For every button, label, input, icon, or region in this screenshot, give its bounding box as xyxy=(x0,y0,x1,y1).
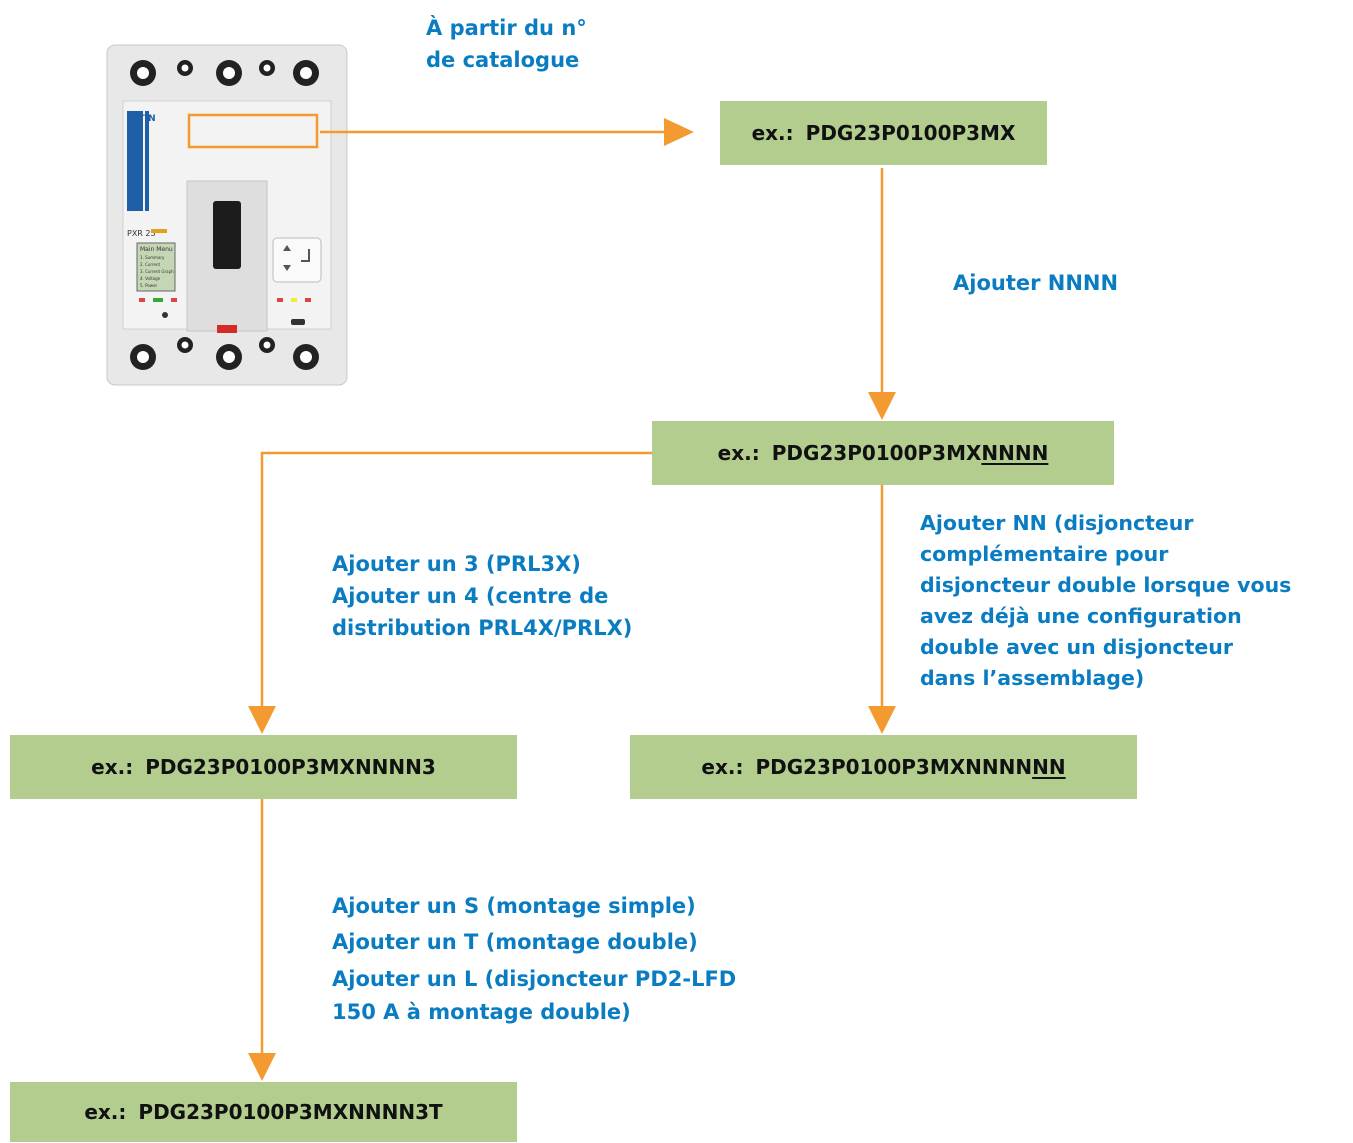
catalogue-code: PDG23P0100P3MX xyxy=(805,121,1016,145)
code-box-1: ex.: PDG23P0100P3MX xyxy=(720,101,1047,165)
arrowhead xyxy=(248,706,276,734)
code-box-3: ex.: PDG23P0100P3MXNNNN3 xyxy=(10,735,517,799)
menu-item: 3. Current Graph xyxy=(140,269,174,274)
example-prefix: ex.: xyxy=(84,1100,127,1124)
menu-item: 5. Power xyxy=(140,283,158,288)
add-s-t-l-label: Ajouter un S (montage simple) Ajouter un… xyxy=(332,894,737,1024)
catalogue-code: PDG23P0100P3MXNNNN xyxy=(755,755,1033,779)
example-prefix: ex.: xyxy=(91,755,134,779)
arrowhead xyxy=(664,118,694,146)
catalogue-code: PDG23P0100P3MXNNNN3 xyxy=(145,755,436,779)
example-prefix: ex.: xyxy=(717,441,760,465)
catalogue-label: À partir du n° de catalogue xyxy=(426,16,587,72)
arrowhead xyxy=(868,392,896,420)
brand-logo: E·T·N xyxy=(129,114,156,124)
model-label: PXR 25 xyxy=(127,229,156,238)
arrowhead xyxy=(248,1053,276,1081)
add-3-4-label: Ajouter un 3 (PRL3X) Ajouter un 4 (centr… xyxy=(332,552,633,640)
example-prefix: ex.: xyxy=(701,755,744,779)
menu-item: 1. Summary xyxy=(140,255,165,260)
catalogue-code: PDG23P0100P3MX xyxy=(771,441,982,465)
example-prefix: ex.: xyxy=(751,121,794,145)
code-box-5: ex.: PDG23P0100P3MXNNNN3T xyxy=(10,1082,517,1142)
add-nnnn-label: Ajouter NNNN xyxy=(953,271,1119,295)
menu-item: 2. Current xyxy=(140,262,161,267)
menu-item: 4. Voltage xyxy=(140,276,161,281)
arrowhead xyxy=(868,706,896,734)
circuit-breaker-image: E·T·N PXR 25 Main Menu 1. Summary 2. Cur… xyxy=(106,44,348,386)
menu-title: Main Menu xyxy=(140,246,173,253)
add-nn-label: Ajouter NN (disjoncteur complémentaire p… xyxy=(920,511,1292,690)
added-suffix: NN xyxy=(1032,755,1066,779)
added-suffix: NNNN xyxy=(981,441,1049,465)
catalogue-code: PDG23P0100P3MXNNNN3T xyxy=(138,1100,443,1124)
